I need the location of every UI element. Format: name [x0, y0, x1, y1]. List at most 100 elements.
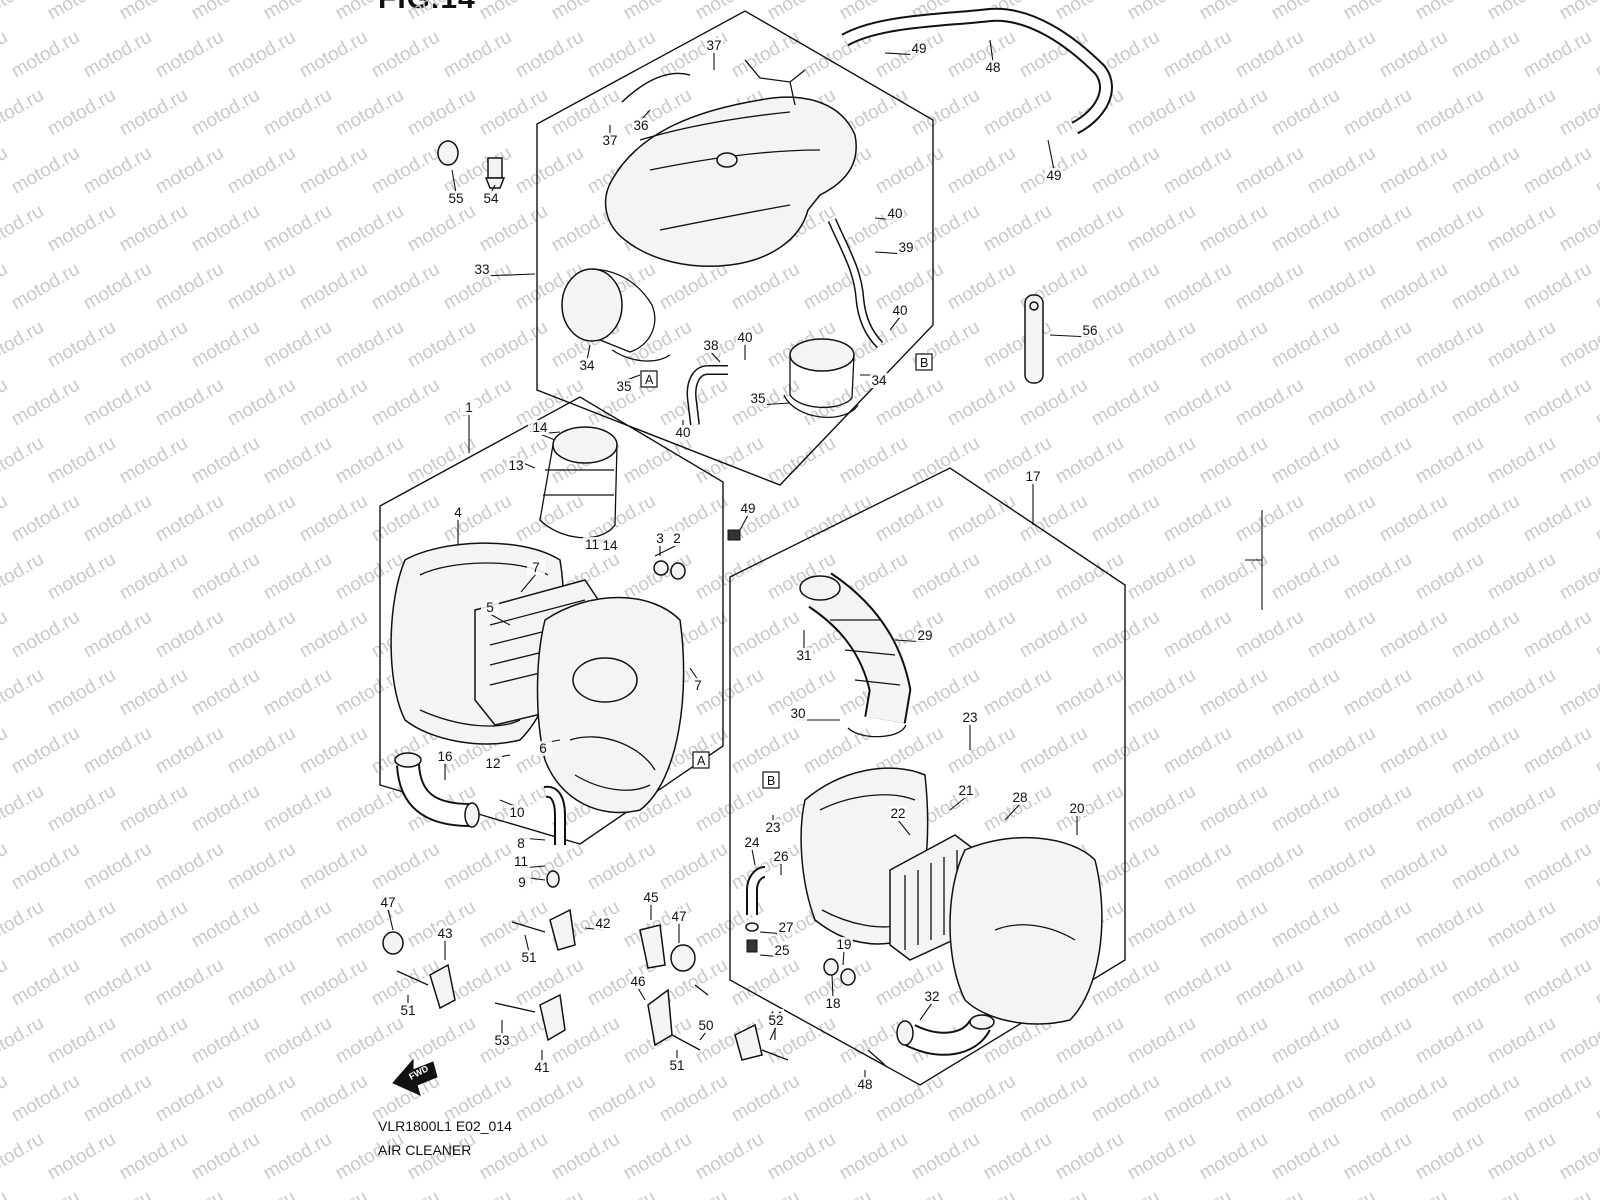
watermark-text: motod.ru [224, 375, 299, 431]
ref-marker-b-right: B [762, 771, 780, 789]
callout-bg-13 [507, 458, 525, 473]
watermark-text: motod.ru [188, 897, 263, 953]
watermark-text: motod.ru [656, 839, 731, 895]
watermark-text: motod.ru [1376, 1187, 1451, 1200]
watermark-text: motod.ru [224, 607, 299, 663]
watermark-text: motod.ru [1160, 143, 1235, 199]
watermark-text: motod.ru [1232, 723, 1307, 779]
watermark-text: motod.ru [656, 1187, 731, 1200]
watermark-text: motod.ru [800, 375, 875, 431]
watermark-text: motod.ru [944, 607, 1019, 663]
watermark-text: motod.ru [1124, 1129, 1199, 1185]
watermark-text: motod.ru [80, 607, 155, 663]
watermark-text: motod.ru [1412, 549, 1487, 605]
watermark-text: motod.ru [1520, 723, 1595, 779]
watermark-text: motod.ru [0, 665, 47, 721]
model-code: VLR1800L1 E02_014 [378, 1118, 512, 1134]
watermark-text: motod.ru [80, 27, 155, 83]
watermark-text: motod.ru [440, 1187, 515, 1200]
callout-5: 5 [486, 600, 494, 615]
callout-31: 31 [796, 648, 811, 663]
watermark-text: motod.ru [1088, 259, 1163, 315]
watermark-text: motod.ru [1196, 317, 1271, 373]
watermark-text: motod.ru [1340, 85, 1415, 141]
callout-bg-38 [702, 338, 720, 353]
watermark-text: motod.ru [80, 375, 155, 431]
watermark-text: motod.ru [1232, 839, 1307, 895]
watermark-text: motod.ru [1196, 433, 1271, 489]
watermark-text: motod.ru [296, 1071, 371, 1127]
watermark-text: motod.ru [1592, 375, 1600, 431]
callout-bg-9 [513, 875, 531, 890]
callout-bg-18 [824, 996, 842, 1011]
watermark-text: motod.ru [1592, 1187, 1600, 1200]
watermark-text: motod.ru [728, 723, 803, 779]
watermark-text: motod.ru [512, 27, 587, 83]
callout-bg-30 [789, 706, 807, 721]
watermark-text: motod.ru [656, 1071, 731, 1127]
watermark-text: motod.ru [0, 491, 11, 547]
watermark-text: motod.ru [1088, 1071, 1163, 1127]
watermark-text: motod.ru [1196, 85, 1271, 141]
watermark-text: motod.ru [0, 1129, 47, 1185]
watermark-text: motod.ru [944, 1071, 1019, 1127]
callout-bg-27 [777, 920, 795, 935]
watermark-text: motod.ru [944, 723, 1019, 779]
watermark-text: motod.ru [1340, 549, 1415, 605]
watermark-text: motod.ru [872, 1187, 947, 1200]
watermark-text: motod.ru [728, 955, 803, 1011]
hose-8 [543, 785, 566, 845]
watermark-text: motod.ru [1268, 433, 1343, 489]
watermark-text: motod.ru [224, 1071, 299, 1127]
watermark-text: motod.ru [728, 27, 803, 83]
watermark-text: motod.ru [8, 27, 83, 83]
watermark-text: motod.ru [476, 897, 551, 953]
watermark-text: motod.ru [1484, 317, 1559, 373]
watermark-text: motod.ru [1484, 0, 1559, 24]
section-title: AIR CLEANER [378, 1142, 472, 1158]
watermark-text: motod.ru [1448, 955, 1523, 1011]
watermark-text: motod.ru [1520, 955, 1595, 1011]
callout-52: 52 [768, 1013, 783, 1028]
callout-24: 24 [744, 835, 760, 850]
watermark-text: motod.ru [1304, 955, 1379, 1011]
watermark-text: motod.ru [1376, 259, 1451, 315]
watermark-text: motod.ru [1016, 607, 1091, 663]
callout-14: 14 [532, 420, 548, 435]
ref-marker-a-upper: A [640, 370, 658, 388]
intake-boot-right [783, 338, 859, 418]
watermark-text: motod.ru [224, 723, 299, 779]
watermark-text: motod.ru [1124, 317, 1199, 373]
callout-bg-14 [601, 538, 619, 553]
watermark-text: motod.ru [368, 1187, 443, 1200]
callout-37: 37 [706, 38, 721, 53]
callout-45: 45 [643, 890, 658, 905]
callout-bg-37 [601, 133, 619, 148]
callout-21: 21 [958, 783, 973, 798]
watermark-text: motod.ru [8, 955, 83, 1011]
watermark-text: motod.ru [1412, 665, 1487, 721]
watermark-text: motod.ru [116, 897, 191, 953]
watermark-text: motod.ru [332, 201, 407, 257]
watermark-text: motod.ru [1592, 491, 1600, 547]
watermark-text: motod.ru [224, 259, 299, 315]
watermark-text: motod.ru [1304, 839, 1379, 895]
watermark-text: motod.ru [980, 781, 1055, 837]
callout-17: 17 [1025, 469, 1040, 484]
watermark-text: motod.ru [8, 1187, 83, 1200]
watermark-text: motod.ru [1340, 201, 1415, 257]
leader-line-5 [489, 613, 511, 626]
callout-bg-46 [629, 974, 647, 989]
watermark-text: motod.ru [440, 27, 515, 83]
watermark-text: motod.ru [80, 839, 155, 895]
leader-line-55 [451, 169, 457, 194]
callout-bg-7 [527, 560, 545, 575]
watermark-text: motod.ru [1376, 27, 1451, 83]
watermark-text: motod.ru [152, 1187, 227, 1200]
watermark-text: motod.ru [1124, 1013, 1199, 1069]
watermark-text: motod.ru [8, 375, 83, 431]
watermark-text: motod.ru [188, 85, 263, 141]
callout-2: 2 [673, 531, 681, 546]
callout-38: 38 [703, 338, 718, 353]
